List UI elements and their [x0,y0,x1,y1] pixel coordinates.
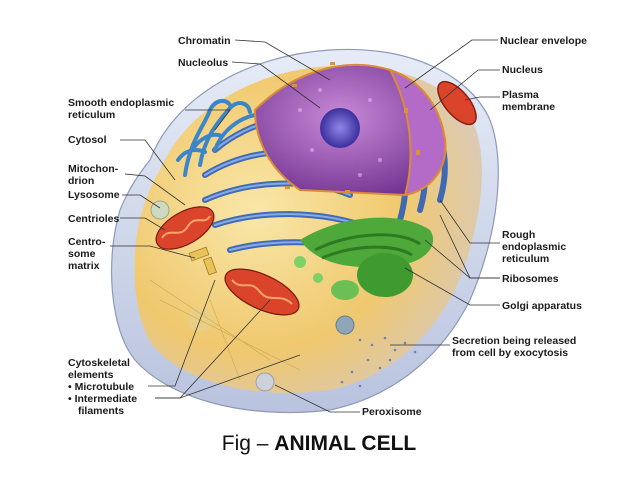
label-plasma-membrane-line2: membrane [502,101,555,113]
label-intermediate-line2: filaments [78,405,124,417]
label-rough-er-line1: Rough [502,229,535,241]
plasma-membrane-organelle [437,80,477,126]
nucleolus-shape [320,108,360,148]
label-centrosome-line1: Centro- [68,236,106,248]
label-plasma-membrane-line1: Plasma [502,89,539,101]
label-centrioles: Centrioles [68,213,120,225]
label-secretion-line1: Secretion being released [452,335,576,347]
label-nucleus: Nucleus [502,64,543,76]
label-mitochondrion-line1: Mitochon- [68,163,119,175]
golgi-shape [294,217,434,300]
label-cytoskeletal-line1: Cytoskeletal [68,357,130,369]
label-ribosomes: Ribosomes [502,273,559,285]
caption-prefix: Fig – [221,432,275,455]
label-centrosome-line3: matrix [68,260,100,272]
label-nuclear-envelope: Nuclear envelope [500,35,587,47]
label-chromatin: Chromatin [178,35,231,47]
mitochondrion-shape-2 [224,268,300,316]
label-smooth-er-line1: Smooth endoplasmic [68,97,174,109]
label-nucleolus: Nucleolus [178,57,228,69]
label-golgi: Golgi apparatus [502,300,582,312]
caption-title: ANIMAL CELL [274,432,417,455]
label-rough-er-line2: endoplasmic [502,241,566,253]
label-intermediate-line1: • Intermediate [68,393,137,405]
label-centrosome-line2: some [68,248,96,260]
label-cytosol: Cytosol [68,134,107,146]
label-smooth-er-line2: reticulum [68,109,115,121]
label-peroxisome: Peroxisome [362,406,422,418]
label-mitochondrion-line2: drion [68,175,94,187]
mitochondrion-shape-1 [155,206,215,250]
label-microtubule: • Microtubule [68,381,134,393]
label-cytoskeletal-line2: elements [68,369,114,381]
leader-lines [110,39,360,413]
label-secretion-line2: from cell by exocytosis [452,347,568,359]
label-lysosome: Lysosome [68,189,120,201]
label-rough-er-line3: reticulum [502,253,549,265]
peroxisome-shape [255,372,275,392]
figure-caption: Fig – ANIMAL CELL [0,432,638,456]
